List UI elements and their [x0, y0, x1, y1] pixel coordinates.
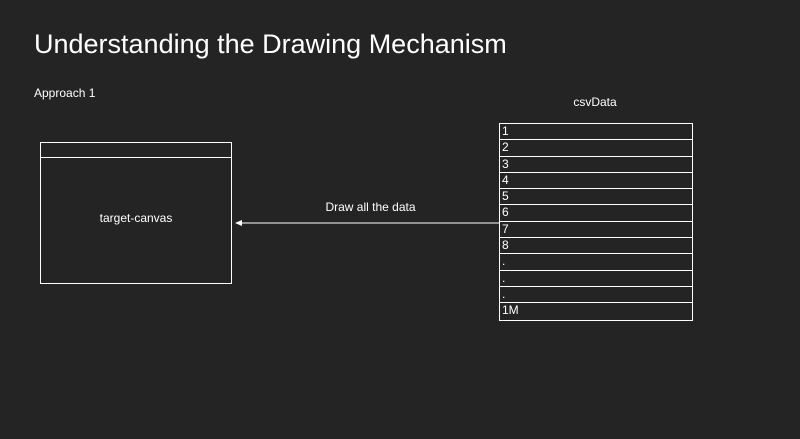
- csv-row: .: [500, 287, 692, 304]
- csv-row: 1: [500, 124, 692, 141]
- csv-row: 3: [500, 157, 692, 173]
- csv-row: 4: [500, 173, 692, 190]
- csv-row: 2: [500, 140, 692, 157]
- slide-title: Understanding the Drawing Mechanism: [34, 29, 507, 59]
- draw-arrow: [235, 220, 500, 226]
- arrow-label: Draw all the data: [325, 200, 416, 214]
- arrow-head: [235, 220, 242, 226]
- csv-row: .: [500, 254, 692, 271]
- csv-row: .: [500, 271, 692, 287]
- csv-table-title: csvData: [573, 95, 617, 109]
- csv-row: 6: [500, 205, 692, 222]
- csv-row: 8: [500, 238, 692, 255]
- target-canvas-box: target-canvas: [40, 142, 232, 284]
- csv-data-table: 1 2 3 4 5 6 7 8 . . . 1M: [499, 123, 693, 321]
- csv-row: 5: [500, 189, 692, 206]
- csv-row: 7: [500, 222, 692, 239]
- canvas-header-bar: [41, 143, 231, 158]
- canvas-label: target-canvas: [99, 211, 173, 225]
- csv-row: 1M: [502, 303, 519, 318]
- approach-label: Approach 1: [34, 86, 96, 100]
